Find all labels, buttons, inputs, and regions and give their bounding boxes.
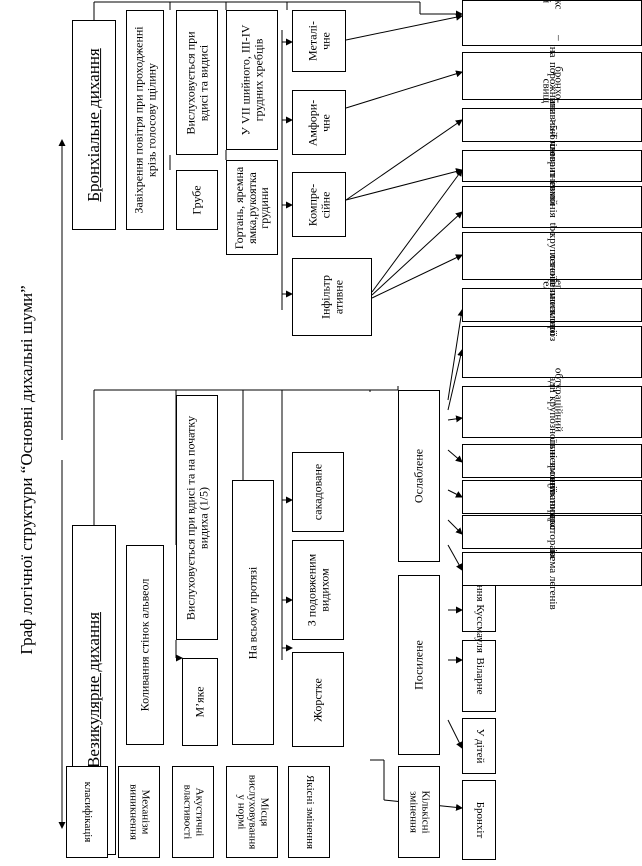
outcome-box: Дихання Куссмауля <box>462 561 496 653</box>
vesicular-breathing-label: Везикулярне дихання <box>84 612 104 768</box>
bronchial-mechanism-box: Завіхрення повітря при проходженні крізь… <box>126 10 164 230</box>
outcome-box: Неповний обтураційний ателектаз <box>462 272 642 432</box>
bronchial-compression-box: Компре-сійне <box>292 172 346 237</box>
diagram-title-box: Граф логічної структури “Основні дихальн… <box>6 285 48 654</box>
outcome-box: II стадія крупозної пневмонії <box>462 176 642 336</box>
label-quantity: Кількісні змінення <box>398 766 440 858</box>
vesicular-rigid-box: Жорстке <box>292 652 344 747</box>
label-acoustic: Акустичні властивості <box>172 766 214 858</box>
bronchial-place-lower-box: Гортань, яремна ямка,рукоятка грудини <box>226 160 278 255</box>
label-mechanism: Механізм виникнення <box>118 766 160 858</box>
outcome-box: Бронхіт <box>462 780 496 860</box>
bronchial-amphoric-box: Амфори-чне <box>292 90 346 155</box>
outcome-box: Ексудативний плеврит <box>462 72 642 178</box>
outcome-box: Гладкостінна порожнина >5-6 см <box>462 0 642 156</box>
outcome-box: Гідроторакс <box>462 504 642 560</box>
outcome-box: Пневмоторакс – бронхо-плевральний свищ <box>462 0 642 103</box>
outcome-box: Пневмосклероз <box>462 269 642 341</box>
label-classification: класифікація <box>66 766 108 858</box>
vesicular-saccadic-box: сакадоване <box>292 452 344 532</box>
vesicular-enhanced-box: Посилене <box>398 575 440 755</box>
bronchial-rough-box: Грубе <box>176 170 218 230</box>
bronchial-breathing-header: Бронхіальне дихання <box>72 20 116 230</box>
bronchial-infiltrative-box: Інфільтр ативне <box>292 258 372 336</box>
vesicular-soft-box: М’яке <box>182 658 218 746</box>
bronchial-breathing-label: Бронхіальне дихання <box>84 48 104 202</box>
label-place: Місця вислуховування у нормі <box>226 766 278 858</box>
bronchial-metallic-box: Металі-чне <box>292 10 346 72</box>
bronchial-place-upper-box: У VII шийного, III-IV грудних хребців <box>226 10 278 150</box>
bronchial-timing-box: Вислуховується при вдисі та видисі <box>176 10 218 155</box>
outcome-box: Пневмоторакс <box>462 464 642 530</box>
outcome-box: Плевральні зрощування <box>462 405 642 517</box>
vesicular-timing-box: Вислуховується при вдисі та на початку в… <box>176 395 218 640</box>
label-quality: Якісні змінення <box>288 766 330 858</box>
outcome-box: Віларне <box>462 640 496 712</box>
outcome-box: I та III стадії крупозної пневмонії <box>462 332 642 492</box>
vesicular-place-box: На всьому протязі <box>232 480 274 745</box>
outcome-box: Часточкова пневмонія <box>462 114 642 218</box>
vesicular-prolonged-box: З подовженим видихом <box>292 540 344 640</box>
outcome-box: Інфільтративний tbc легенів <box>462 127 642 287</box>
vesicular-weakened-box: Ослаблене <box>398 390 440 562</box>
vesicular-mechanism-box: Коливання стінок альвеол <box>126 545 164 745</box>
outcome-box: Емфізема легенів <box>462 528 642 610</box>
outcome-box: У дітей <box>462 718 496 774</box>
diagram-title: Граф логічної структури “Основні дихальн… <box>17 285 37 655</box>
